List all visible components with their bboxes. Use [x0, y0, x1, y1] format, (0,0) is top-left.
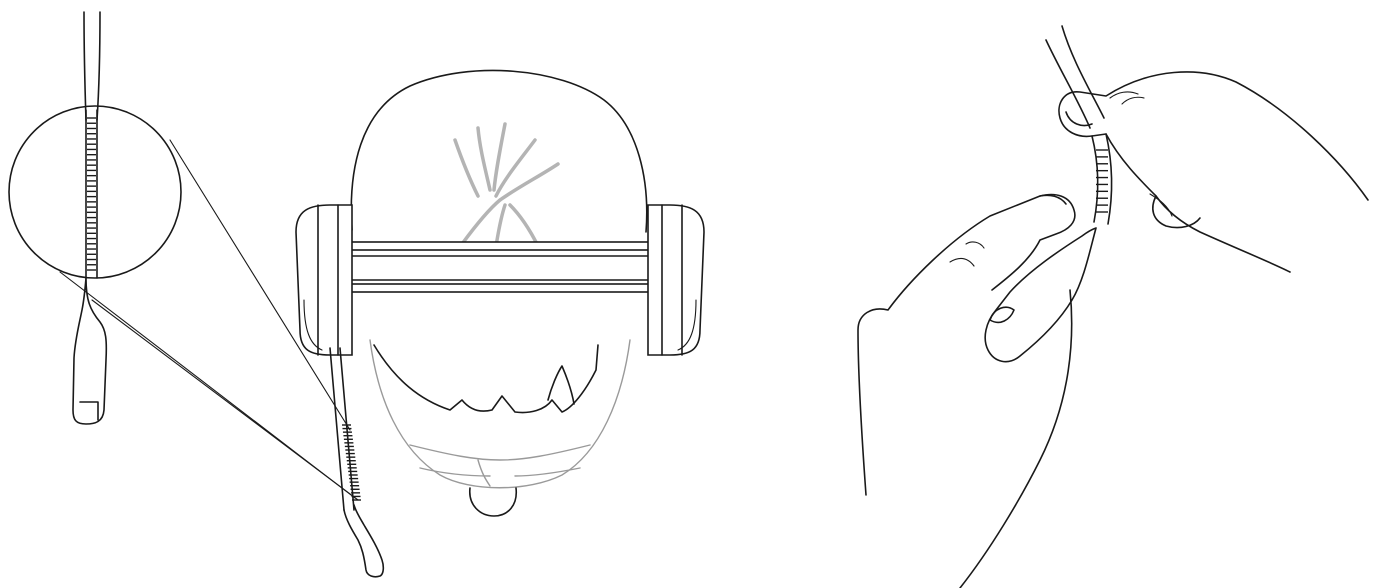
boom-wire-right-2 [1062, 26, 1104, 118]
boom-adjust-notches [342, 425, 361, 500]
detail-adjust-notches [87, 118, 96, 270]
lower-hand-wrist [960, 290, 1072, 588]
boom-in-hand [1092, 134, 1112, 224]
fringe-strand [548, 366, 574, 404]
mic-boom-lower [344, 505, 383, 577]
detail-boom-body [86, 110, 97, 278]
upper-hand [1059, 72, 1368, 272]
face-outline [370, 340, 630, 516]
left-ear-cup [296, 205, 352, 355]
lower-hand [858, 195, 1075, 495]
headband-inner [318, 250, 682, 284]
right-ear-cup [648, 205, 704, 355]
mic-tip-detail [80, 402, 98, 420]
fringe-hair [374, 345, 598, 413]
lower-hand-thumb [985, 228, 1096, 362]
nose [470, 488, 516, 516]
hands-bending-boom-panel [858, 26, 1368, 588]
head-top-view-panel [296, 70, 704, 576]
lower-hand-creases [950, 242, 984, 266]
headset-mic-boom [330, 348, 383, 577]
lower-hand-thumb-nail [990, 307, 1014, 322]
hair-strands [455, 124, 558, 246]
detail-boom-wire [84, 12, 100, 120]
